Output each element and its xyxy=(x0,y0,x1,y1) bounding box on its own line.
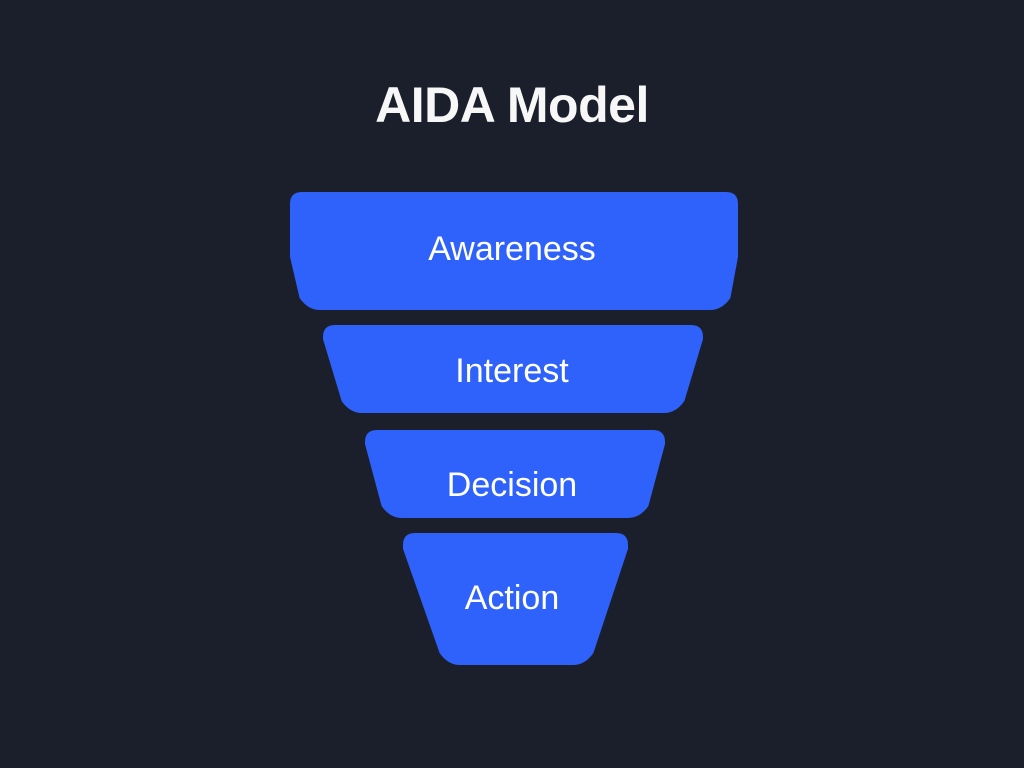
funnel-segment-shape-4[interactable] xyxy=(403,533,628,665)
funnel-segment-shape-2[interactable] xyxy=(323,325,703,413)
funnel-segment-label-1: Awareness xyxy=(428,230,596,268)
funnel-segment-action[interactable]: Action xyxy=(403,533,628,665)
page-title: AIDA Model xyxy=(375,77,649,133)
funnel-segment-shape-1[interactable] xyxy=(290,192,738,310)
funnel-segment-label-3: Decision xyxy=(447,466,577,504)
funnel-segment-shape-3[interactable] xyxy=(365,430,665,518)
funnel-segment-awareness[interactable]: Awareness xyxy=(290,192,738,310)
funnel-segment-decision[interactable]: Decision xyxy=(365,430,665,518)
funnel-segment-label-2: Interest xyxy=(455,352,569,390)
funnel-segment-interest[interactable]: Interest xyxy=(323,325,703,413)
funnel-segment-label-4: Action xyxy=(465,579,560,617)
